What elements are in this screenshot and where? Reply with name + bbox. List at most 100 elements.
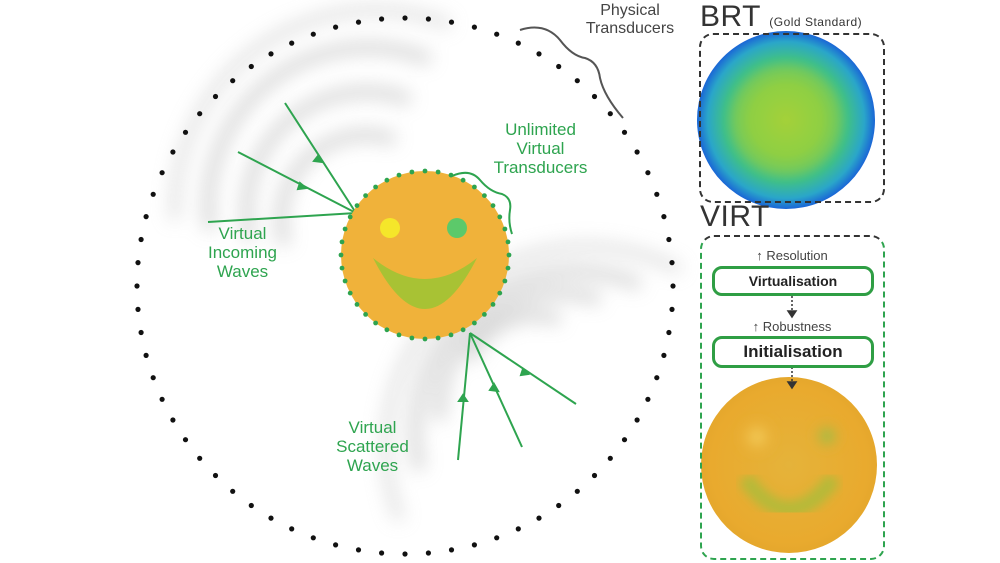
virtual-transducer-dot: [482, 312, 487, 317]
smile-mouth: [373, 258, 477, 309]
virtual-transducer-dots: [338, 168, 512, 342]
physical-transducer-dot: [634, 417, 640, 423]
physical-transducer-dot: [134, 283, 140, 289]
physical-transducer-ring: [134, 15, 676, 557]
physical-transducer-dot: [471, 24, 477, 30]
virt-flow-arrows: [786, 296, 798, 390]
physical-transducer-dot: [669, 260, 675, 266]
virtual-transducer-dot: [472, 320, 477, 326]
physical-transducer-dot: [197, 111, 203, 117]
virtual-transducer-dot: [384, 327, 390, 333]
physical-transducer-dot: [379, 16, 385, 22]
virtual-transducer-dot: [384, 177, 390, 183]
physical-transducer-dot: [143, 352, 149, 358]
virtual-transducer-dot: [409, 335, 415, 341]
virtual-scattered-waves-label: Virtual Scattered Waves: [320, 418, 425, 475]
brt-title-text: BRT: [700, 0, 761, 33]
physical-transducer-dot: [621, 437, 628, 443]
virtual-incoming-rays: [207, 102, 357, 223]
robustness-note: ↑ Robustness: [752, 319, 832, 334]
physical-transducer-dot: [666, 329, 672, 336]
virtual-transducer-dot: [373, 320, 378, 326]
physical-transducer-dot: [170, 417, 176, 423]
physical-transducer-dot: [355, 19, 362, 25]
physical-transducer-dot: [471, 542, 477, 548]
right-eye: [447, 218, 467, 238]
incoming-wave-ripples: [169, 5, 452, 247]
physical-transducer-dot: [574, 78, 580, 84]
physical-transducer-dot: [591, 93, 598, 100]
label-line: Waves: [216, 262, 269, 282]
virtual-transducer-dot: [502, 278, 508, 284]
label-line: Transducers: [493, 158, 588, 178]
virtual-transducer-dot: [363, 312, 368, 317]
initialisation-step: Initialisation: [712, 336, 874, 368]
physical-transducer-dot: [182, 437, 189, 443]
virtual-transducer-dot: [347, 290, 353, 296]
virt-reconstruction: [701, 377, 877, 553]
virtual-transducer-dot: [347, 214, 353, 220]
physical-transducer-dot: [310, 31, 316, 37]
physical-transducer-dot: [607, 455, 613, 461]
physical-transducer-dot: [515, 526, 521, 532]
physical-transducer-dot: [645, 170, 651, 176]
physical-transducer-dot: [669, 306, 675, 312]
label-line: Transducers: [585, 19, 675, 37]
unlimited-virtual-transducers-label: Unlimited Virtual Transducers: [478, 120, 603, 177]
virtual-transducer-dot: [422, 168, 428, 174]
physical-transducer-dot: [448, 19, 455, 25]
virtual-transducer-dot: [409, 169, 415, 175]
virtual-transducer-dot: [339, 239, 345, 245]
physical-transducer-dot: [310, 535, 316, 541]
virtual-transducer-dot: [505, 265, 511, 271]
virtual-transducer-dot: [396, 332, 402, 338]
physical-transducer-dot: [556, 502, 562, 509]
physical-transducer-dot: [248, 502, 254, 509]
virtual-transducer-dot: [396, 172, 402, 178]
brt-panel: [699, 33, 885, 203]
physical-transducer-dot: [379, 550, 385, 556]
physical-transducer-dot: [661, 352, 667, 358]
physical-transducer-dot: [150, 375, 156, 381]
physical-transducer-dot: [248, 63, 254, 70]
virtual-scattered-rays: [457, 332, 577, 461]
virtual-transducers-brace: [451, 171, 513, 235]
physical-transducer-dot: [159, 170, 165, 176]
physical-transducer-dot: [654, 191, 660, 197]
virtual-transducer-dot: [460, 327, 466, 333]
physical-transducer-dot: [212, 472, 219, 479]
physical-transducer-dot: [230, 488, 236, 494]
left-eye: [380, 218, 400, 238]
physical-transducer-dot: [182, 129, 189, 135]
physical-transducer-dot: [515, 40, 521, 46]
smiley-object: [338, 168, 512, 342]
physical-transducer-dot: [138, 329, 144, 336]
physical-transducer-dot: [536, 515, 542, 521]
physical-transducer-dot: [574, 488, 580, 494]
physical-transducer-dot: [159, 396, 165, 402]
physical-transducer-dot: [425, 550, 431, 556]
virtual-transducer-dot: [460, 177, 466, 183]
virtual-transducer-dot: [342, 226, 348, 232]
physical-transducer-dot: [654, 375, 660, 381]
physical-transducer-dot: [150, 191, 156, 197]
virt-title: VIRT: [700, 200, 770, 233]
virtual-transducer-dot: [363, 193, 368, 199]
virtual-transducer-dot: [342, 278, 348, 284]
label-line: Incoming: [208, 243, 277, 263]
physical-transducer-dot: [607, 111, 613, 117]
virtual-transducer-dot: [435, 335, 441, 341]
physical-transducer-dot: [333, 542, 339, 548]
physical-transducer-dot: [402, 15, 408, 21]
physical-transducer-dot: [448, 547, 455, 553]
physical-transducer-dot: [661, 214, 667, 220]
virtual-transducer-dot: [339, 265, 345, 271]
physical-transducers-label: Physical Transducers: [575, 2, 685, 38]
physical-transducer-dot: [135, 260, 141, 266]
virtual-transducer-dot: [505, 239, 511, 245]
physical-transducer-dot: [143, 214, 149, 220]
physical-transducer-dot: [289, 526, 295, 532]
physical-transducer-dot: [556, 63, 562, 70]
virtual-transducer-dot: [373, 184, 378, 190]
